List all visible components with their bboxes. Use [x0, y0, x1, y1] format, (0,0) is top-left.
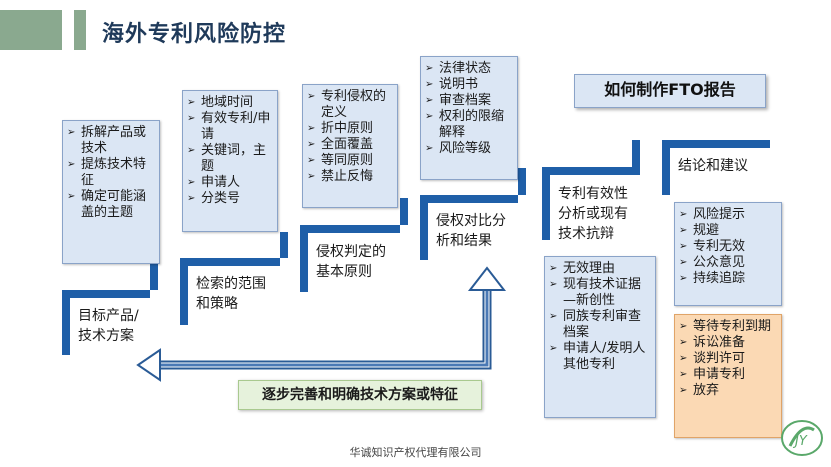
list-item: ➢诉讼准备 — [679, 335, 746, 350]
list-item: ➢风险提示 — [679, 207, 746, 222]
list-item: ➢规避 — [679, 223, 720, 238]
list-item: ➢关键词，主题 — [187, 143, 267, 174]
fto-report-title: 如何制作FTO报告 — [574, 74, 766, 108]
list-item: ➢申请专利 — [679, 367, 746, 382]
list-item: ➢等同原则 — [307, 153, 374, 168]
list-item: ➢提炼技术特征 — [67, 157, 147, 188]
list-item: ➢确定可能涵盖的主题 — [67, 189, 147, 220]
stair-step-4 — [420, 195, 518, 260]
arrow-head-up — [467, 266, 507, 291]
list-item: ➢风险等级 — [425, 141, 492, 156]
step-label-validity: 专利有效性分析或现有技术抗辩 — [552, 180, 642, 248]
step-label-compare: 侵权对比分析和结果 — [430, 207, 516, 255]
stair-step-2 — [180, 258, 280, 325]
stair-step-3 — [300, 225, 400, 292]
list-item: ➢审查档案 — [425, 93, 492, 108]
header-bar-accent — [74, 10, 86, 50]
list-item: ➢折中原则 — [307, 121, 374, 136]
list-item: ➢有效专利/申请 — [187, 111, 271, 142]
box-conclusion-options: ➢等待专利到期 ➢诉讼准备 ➢谈判许可 ➢申请专利 ➢放弃 — [674, 314, 782, 438]
box-search-scope: ➢地域时间 ➢有效专利/申请 ➢关键词，主题 ➢申请人 ➢分类号 — [182, 90, 278, 232]
box-conclusion-measures: ➢风险提示 ➢规避 ➢专利无效 ➢公众意见 ➢持续追踪 — [674, 202, 782, 306]
list-item: ➢法律状态 — [425, 61, 492, 76]
list-item: ➢公众意见 — [679, 255, 746, 270]
list-item: ➢专利侵权的定义 — [307, 89, 387, 120]
box-product-analysis: ➢拆解产品或技术 ➢提炼技术特征 ➢确定可能涵盖的主题 — [62, 120, 160, 264]
list-item: ➢申请人/发明人其他专利 — [549, 341, 646, 372]
company-logo: JY — [780, 418, 824, 458]
list-item: ➢禁止反悔 — [307, 169, 374, 184]
list-item: ➢无效理由 — [549, 261, 616, 276]
list-item: ➢放弃 — [679, 383, 720, 398]
svg-text:JY: JY — [792, 434, 808, 449]
list-item: ➢谈判许可 — [679, 351, 746, 366]
stair-step-6 — [662, 140, 770, 195]
list-item: ➢等待专利到期 — [679, 319, 772, 334]
step-label-product: 目标产品/技术方案 — [72, 302, 152, 350]
stair-step-5 — [542, 167, 640, 240]
list-item: ➢申请人 — [187, 175, 241, 190]
step-label-search: 检索的范围和策略 — [190, 270, 280, 318]
list-item: ➢全面覆盖 — [307, 137, 374, 152]
list-item: ➢现有技术证据—新创性 — [549, 277, 642, 308]
stair-step-1 — [62, 290, 150, 355]
step-label-principles: 侵权判定的基本原则 — [310, 238, 400, 286]
arrow-head-left — [136, 348, 161, 382]
list-item: ➢专利无效 — [679, 239, 746, 254]
box-comparison-factors: ➢法律状态 ➢说明书 ➢审查档案 ➢权利的限缩解释 ➢风险等级 — [420, 56, 518, 180]
step-label-conclusion: 结论和建议 — [672, 152, 768, 180]
box-infringement-principles: ➢专利侵权的定义 ➢折中原则 ➢全面覆盖 ➢等同原则 ➢禁止反悔 — [302, 84, 398, 208]
box-validity-defense: ➢无效理由 ➢现有技术证据—新创性 ➢同族专利审查档案 ➢申请人/发明人其他专利 — [544, 256, 656, 418]
list-item: ➢持续追踪 — [679, 271, 746, 286]
header-bar-left — [0, 10, 62, 50]
feedback-note: 逐步完善和明确技术方案或特征 — [238, 380, 482, 410]
list-item: ➢分类号 — [187, 191, 241, 206]
list-item: ➢同族专利审查档案 — [549, 309, 642, 340]
footer-company: 华诚知识产权代理有限公司 — [349, 446, 482, 459]
list-item: ➢拆解产品或技术 — [67, 125, 147, 156]
list-item: ➢地域时间 — [187, 95, 254, 110]
list-item: ➢权利的限缩解释 — [425, 109, 505, 140]
list-item: ➢说明书 — [425, 77, 479, 92]
page-title: 海外专利风险防控 — [102, 22, 287, 47]
